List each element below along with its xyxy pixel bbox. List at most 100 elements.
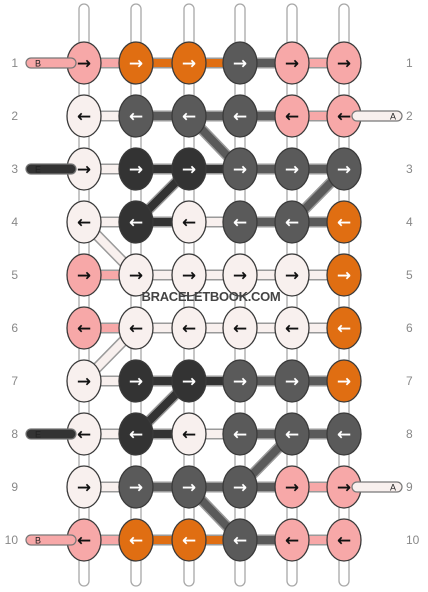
row-number-right: 9 (406, 480, 413, 494)
arrow-right-icon: → (233, 54, 247, 74)
knot (274, 359, 310, 403)
row-number-right: 2 (406, 109, 413, 123)
arrow-right-icon: → (182, 478, 196, 498)
knot (118, 412, 154, 456)
arrow-right-icon: → (77, 372, 91, 392)
knot (222, 200, 258, 244)
knot (66, 200, 102, 244)
arrow-left-icon: ← (285, 319, 299, 339)
row-number-left: 10 (5, 533, 19, 547)
arrow-left-icon: ← (233, 107, 247, 127)
arrow-right-icon: → (285, 54, 299, 74)
arrow-right-icon: → (182, 54, 196, 74)
knot (222, 94, 258, 138)
knot (326, 412, 362, 456)
arrow-right-icon: → (233, 266, 247, 286)
arrow-left-icon: ← (182, 107, 196, 127)
row-number-left: 7 (11, 374, 18, 388)
watermark-text: BRACELETBOOK.COM (142, 289, 281, 304)
arrow-left-icon: ← (129, 425, 143, 445)
arrow-right-icon: → (233, 478, 247, 498)
knot (118, 200, 154, 244)
arrow-right-icon: → (77, 160, 91, 180)
knot (118, 465, 154, 509)
knot (274, 465, 310, 509)
arrow-left-icon: ← (77, 319, 91, 339)
knot (66, 94, 102, 138)
arrow-right-icon: → (233, 372, 247, 392)
knot (274, 94, 310, 138)
arrow-right-icon: → (129, 372, 143, 392)
knot (222, 412, 258, 456)
knot (171, 253, 207, 297)
knot (326, 306, 362, 350)
left-thread-end-label: E (35, 165, 41, 175)
arrow-left-icon: ← (77, 425, 91, 445)
knot (66, 465, 102, 509)
arrow-right-icon: → (337, 266, 351, 286)
arrow-right-icon: → (285, 266, 299, 286)
arrow-left-icon: ← (129, 213, 143, 233)
knot (66, 253, 102, 297)
arrow-left-icon: ← (337, 319, 351, 339)
arrow-right-icon: → (129, 54, 143, 74)
left-thread-end-label: B (35, 59, 41, 69)
arrow-left-icon: ← (77, 531, 91, 551)
arrow-left-icon: ← (337, 425, 351, 445)
arrow-right-icon: → (285, 372, 299, 392)
arrow-left-icon: ← (182, 531, 196, 551)
row-number-left: 9 (11, 480, 18, 494)
right-thread-end-label: A (390, 112, 396, 122)
arrow-right-icon: → (337, 160, 351, 180)
left-thread-end-label: B (35, 536, 41, 546)
arrow-right-icon: → (337, 54, 351, 74)
row-number-left: 5 (11, 268, 18, 282)
arrow-right-icon: → (129, 478, 143, 498)
left-thread-end (25, 534, 77, 546)
knot (171, 41, 207, 85)
knot (171, 306, 207, 350)
knot (274, 253, 310, 297)
knot (118, 518, 154, 562)
row-number-right: 10 (406, 533, 420, 547)
knot (171, 200, 207, 244)
left-thread-end-label: E (35, 430, 41, 440)
knot (326, 41, 362, 85)
arrow-right-icon: → (77, 266, 91, 286)
knot (118, 253, 154, 297)
knot (118, 94, 154, 138)
row-number-right: 7 (406, 374, 413, 388)
knot (222, 518, 258, 562)
knot (171, 147, 207, 191)
arrow-left-icon: ← (285, 213, 299, 233)
row-number-right: 1 (406, 56, 413, 70)
right-thread-end (351, 110, 403, 122)
arrow-right-icon: → (337, 478, 351, 498)
arrow-right-icon: → (182, 266, 196, 286)
knot (326, 147, 362, 191)
knot (118, 41, 154, 85)
knot (66, 359, 102, 403)
knot (171, 518, 207, 562)
knot (274, 518, 310, 562)
knot (222, 306, 258, 350)
knot (171, 359, 207, 403)
row-number-right: 5 (406, 268, 413, 282)
arrow-right-icon: → (337, 372, 351, 392)
knot (274, 306, 310, 350)
arrow-left-icon: ← (182, 319, 196, 339)
right-thread-end-label: A (390, 483, 396, 493)
arrow-right-icon: → (77, 478, 91, 498)
left-thread-end (25, 428, 77, 440)
row-number-right: 4 (406, 215, 413, 229)
knot (118, 147, 154, 191)
knot (222, 41, 258, 85)
arrow-left-icon: ← (285, 425, 299, 445)
left-thread-end (25, 163, 77, 175)
knot (171, 94, 207, 138)
arrow-left-icon: ← (285, 107, 299, 127)
row-number-left: 1 (11, 56, 18, 70)
knot (118, 359, 154, 403)
arrow-left-icon: ← (337, 531, 351, 551)
